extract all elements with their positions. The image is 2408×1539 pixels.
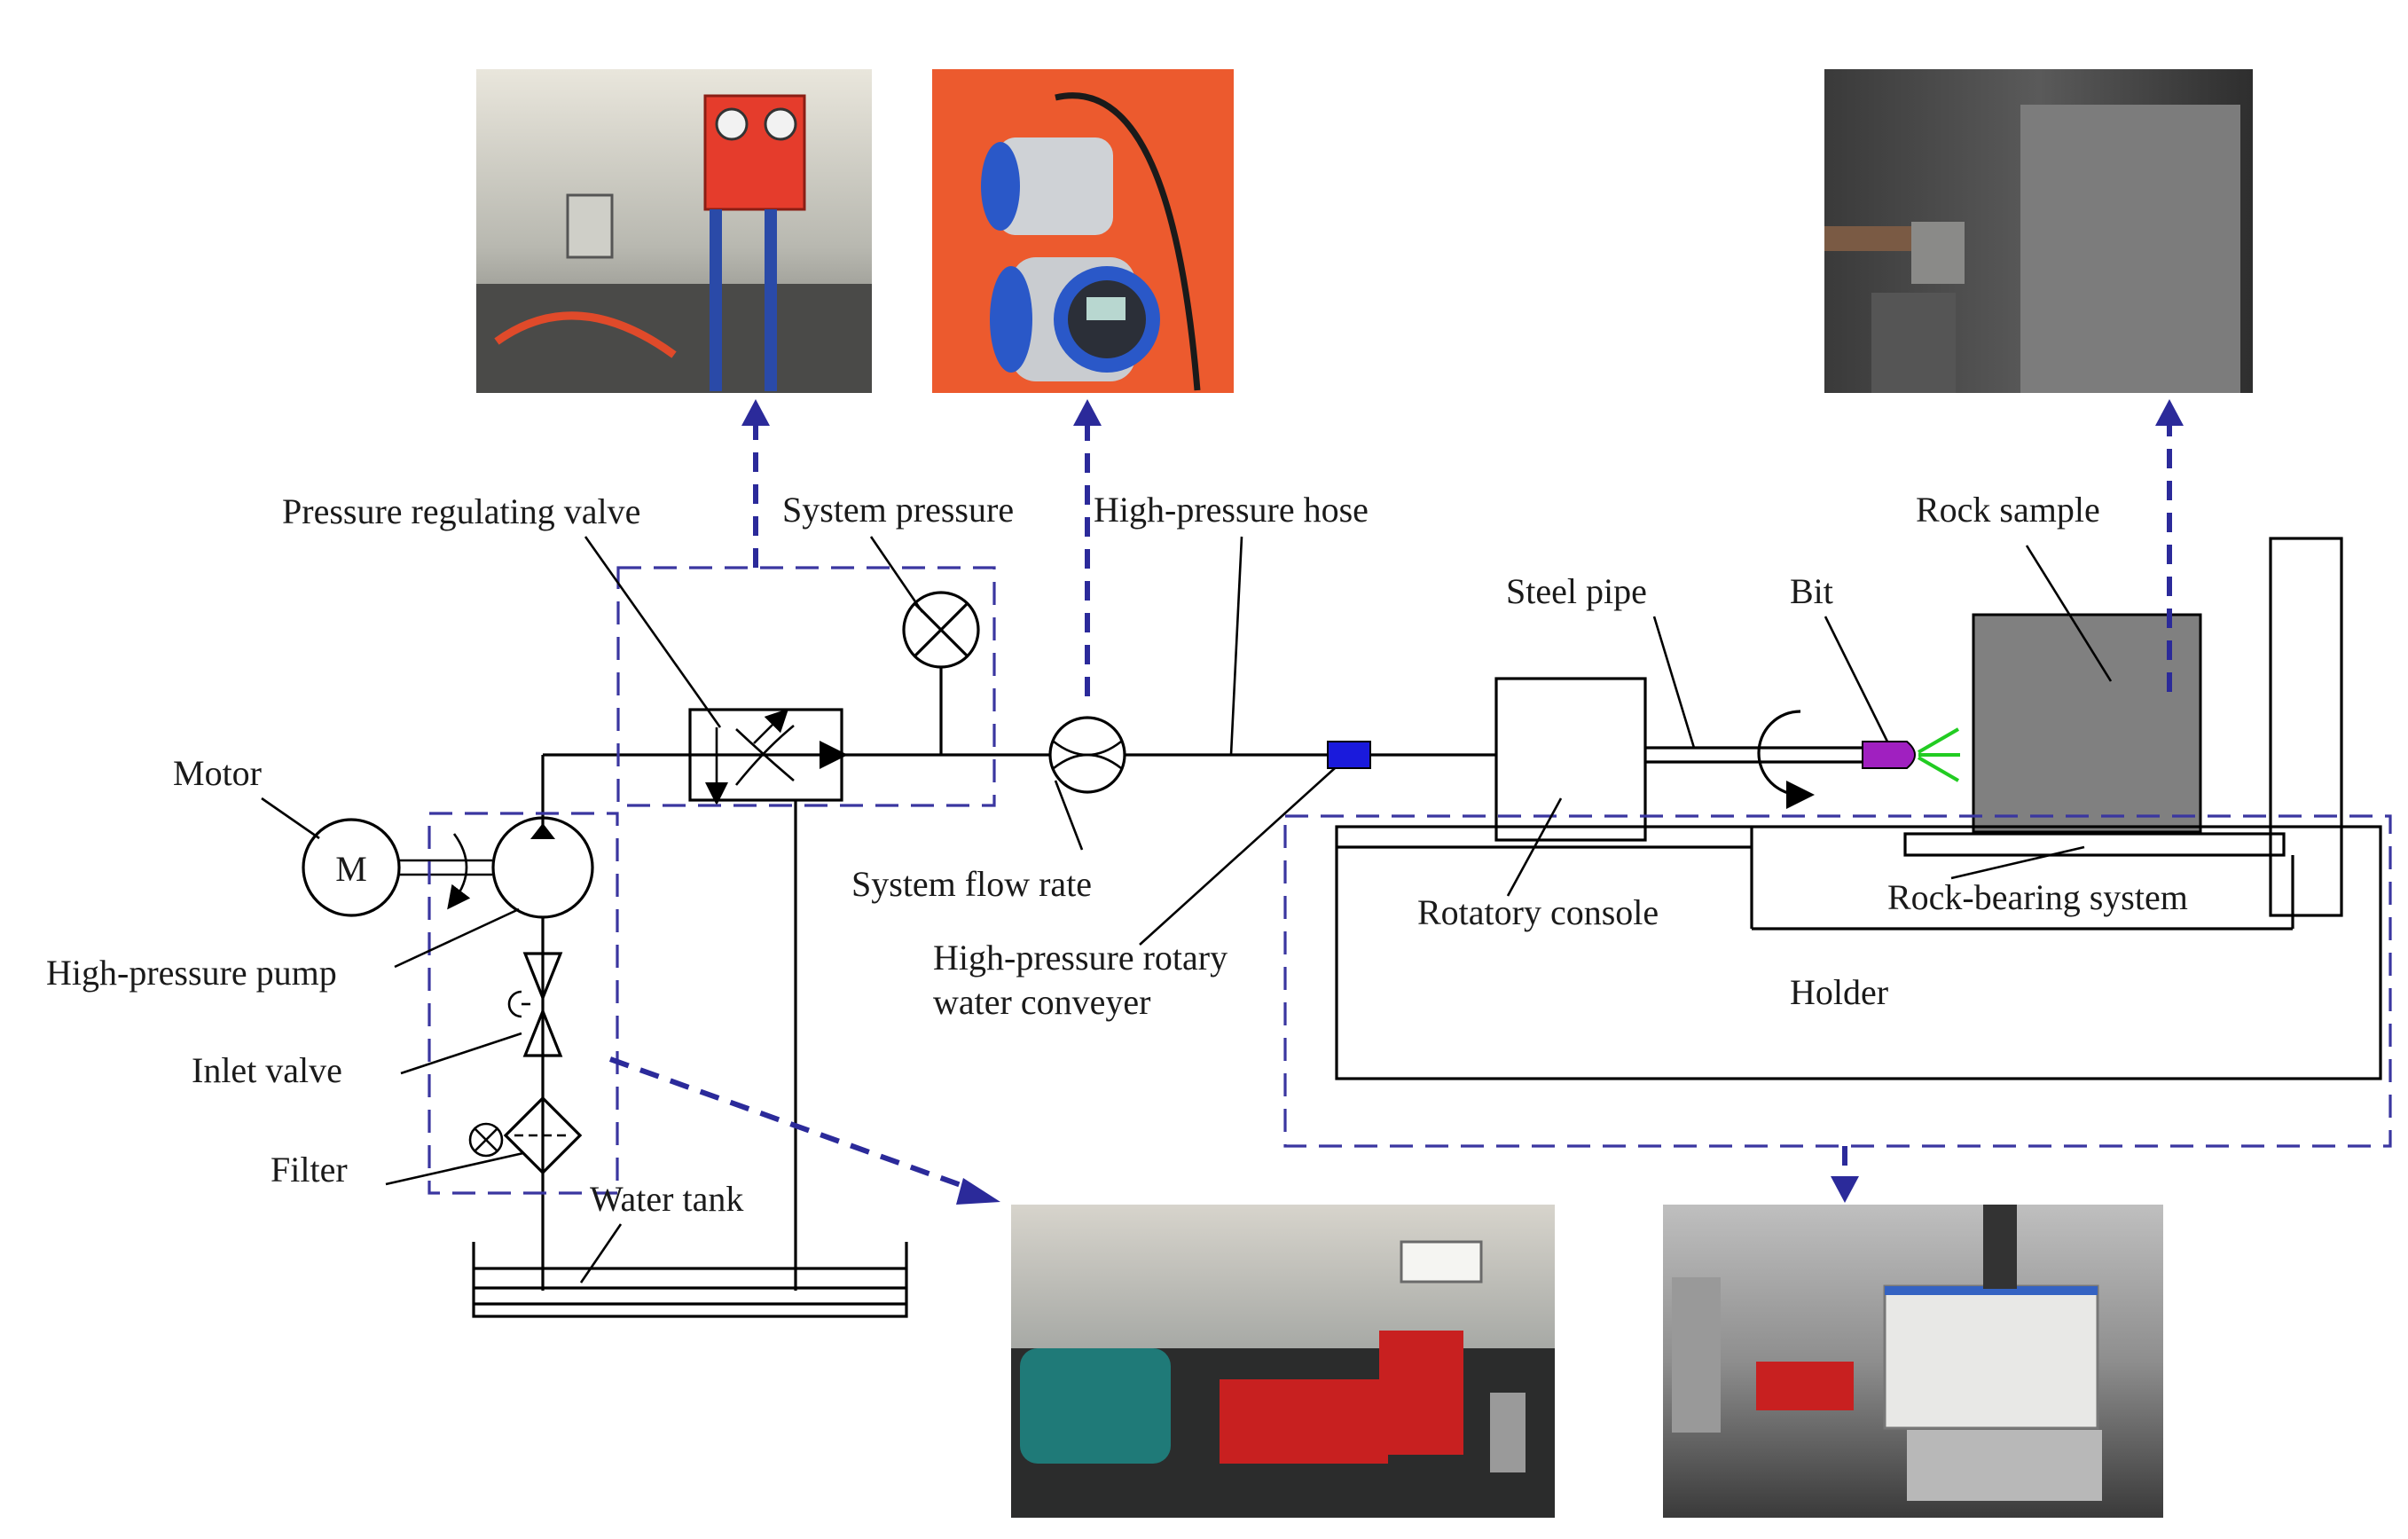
callout-pump-group: [427, 812, 1000, 1205]
holder-frame: [1335, 537, 2382, 1080]
rock-bearing-plate: [1903, 832, 2286, 857]
label-steel-pipe: Steel pipe: [1506, 571, 1647, 611]
label-pressure-regulating-valve: Pressure regulating valve: [282, 491, 640, 531]
inlet-valve-icon: [507, 952, 563, 1057]
label-bit: Bit: [1790, 571, 1833, 611]
label-holder: Holder: [1790, 972, 1888, 1012]
label-rock-bearing-system: Rock-bearing system: [1887, 877, 2188, 917]
label-system-flow-rate: System flow rate: [851, 864, 1092, 904]
callout-holder-group: [1283, 814, 2392, 1203]
motor-symbol: M: [335, 849, 367, 889]
rotary-conveyer-icon: [1327, 741, 1371, 769]
high-pressure-pump-icon: [491, 816, 594, 919]
main-pipeline: [541, 667, 1863, 832]
label-rotary-conveyer-line1: High-pressure rotary: [933, 938, 1228, 978]
label-motor: Motor: [173, 753, 262, 793]
photo-pump-station: [1011, 1205, 1555, 1518]
label-high-pressure-pump: High-pressure pump: [46, 953, 337, 993]
label-high-pressure-hose: High-pressure hose: [1094, 490, 1369, 530]
rotatory-console-box: [1494, 677, 1647, 842]
pressure-gauge-icon: [902, 591, 980, 669]
pressure-regulating-valve-icon: [688, 708, 848, 805]
bit-icon: [1862, 727, 1960, 782]
label-filter: Filter: [271, 1150, 348, 1190]
rock-sample-block: [1972, 613, 2202, 834]
flow-meter-icon: [1048, 716, 1126, 794]
label-rock-sample: Rock sample: [1916, 490, 2100, 530]
label-rotary-conveyer-line2: water conveyer: [933, 982, 1150, 1022]
callout-rock-sample: [2155, 399, 2184, 692]
photo-flow-meter: [932, 69, 1234, 393]
label-inlet-valve: Inlet valve: [192, 1050, 342, 1090]
label-system-pressure: System pressure: [782, 490, 1014, 530]
callout-valve-group: [616, 399, 996, 807]
motor-icon: M: [302, 818, 492, 917]
leader-lines: [261, 536, 2113, 1284]
photo-rock-sample: [1824, 69, 2253, 393]
photo-test-rig-holder: [1663, 1205, 2163, 1518]
label-rotatory-console: Rotatory console: [1417, 892, 1659, 932]
label-water-tank: Water tank: [590, 1179, 743, 1219]
photo-pressure-regulating-valve: [476, 69, 872, 393]
rotation-arrow-icon: [1757, 710, 1815, 809]
water-tank-icon: [472, 1242, 908, 1318]
callout-flow-meter: [1073, 399, 1102, 696]
filter-icon: [468, 1095, 583, 1175]
